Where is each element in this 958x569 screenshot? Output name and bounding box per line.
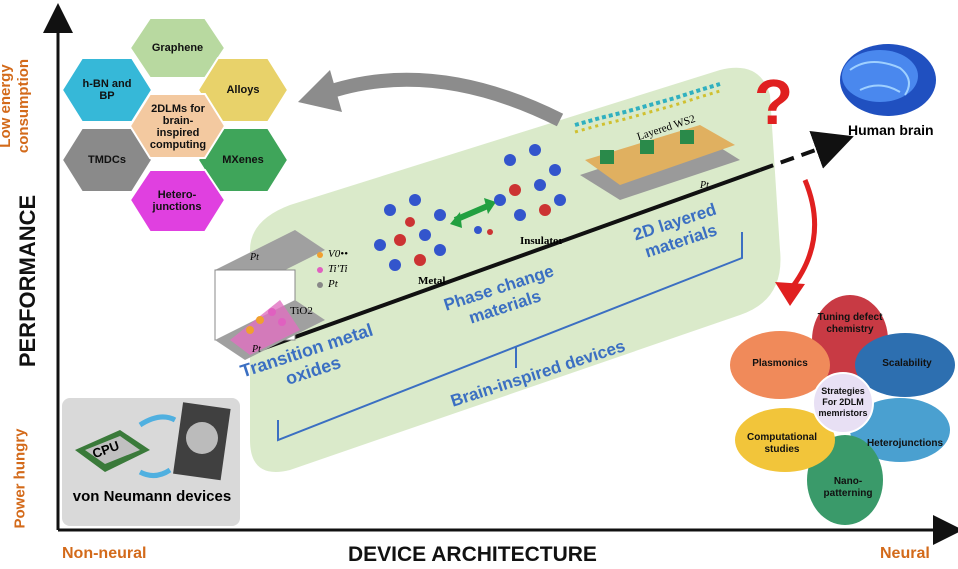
ws2-device	[574, 82, 740, 200]
red-arrow	[788, 179, 818, 292]
petal-plasmonics: Plasmonics	[752, 358, 808, 369]
hex-graphene: Graphene	[151, 42, 204, 54]
y-axis-top-label: Low energy consumption	[0, 58, 32, 154]
label-pt-bottom: Pt	[252, 344, 261, 355]
x-axis-right-label: Neural	[880, 545, 930, 562]
label-metal: Metal	[418, 275, 446, 287]
petal-computational: Computational studies	[747, 432, 817, 455]
hex-hbn-bp: h-BN and BP	[82, 78, 132, 102]
transition-arrow	[450, 198, 496, 228]
petal-scalability: Scalability	[882, 358, 932, 369]
petal-nanopatterning: Nano-patterning	[823, 476, 873, 499]
brain-image	[840, 44, 936, 116]
insulator-crystal	[474, 144, 566, 235]
trend-line	[244, 168, 761, 357]
question-mark: ?	[754, 66, 794, 138]
label-tio2: TiO2	[290, 305, 313, 317]
hex-mxenes: MXenes	[222, 154, 264, 166]
hex-tmdcs: TMDCs	[88, 154, 126, 166]
legend-ti: Ti′Ti	[328, 263, 348, 275]
tio2-device	[214, 230, 325, 360]
label-insulator: Insulator	[520, 235, 564, 247]
von-neumann-label: von Neumann devices	[72, 488, 232, 505]
hexagon-group	[60, 17, 290, 233]
legend-v0: V0••	[328, 248, 348, 260]
flower-diagram	[730, 295, 955, 525]
human-brain-label: Human brain	[848, 122, 934, 138]
petal-heterojunctions: Heterojunctions	[866, 438, 944, 449]
trend-dash	[759, 130, 854, 172]
hex-heterojunctions: Hetero-junctions	[152, 189, 202, 213]
bracket-devices	[277, 232, 743, 442]
gray-arrow	[317, 72, 564, 127]
label-pt-top: Pt	[250, 252, 259, 263]
x-axis-left-label: Non-neural	[62, 545, 147, 562]
petal-defect: Tuning defect chemistry	[817, 312, 883, 335]
hex-alloys: Alloys	[226, 84, 260, 96]
flower-center: Strategies For 2DLM memristors	[818, 386, 868, 418]
metal-crystal	[374, 194, 446, 271]
legend-pt: Pt	[328, 278, 338, 290]
y-axis-bottom-label: Power hungry	[11, 428, 29, 529]
y-axis-title: PERFORMANCE	[15, 194, 40, 368]
hex-center: 2DLMs for brain-inspired computing	[149, 103, 207, 151]
x-axis-title: DEVICE ARCHITECTURE	[348, 543, 597, 566]
label-pt-ws2: Pt	[700, 180, 709, 191]
